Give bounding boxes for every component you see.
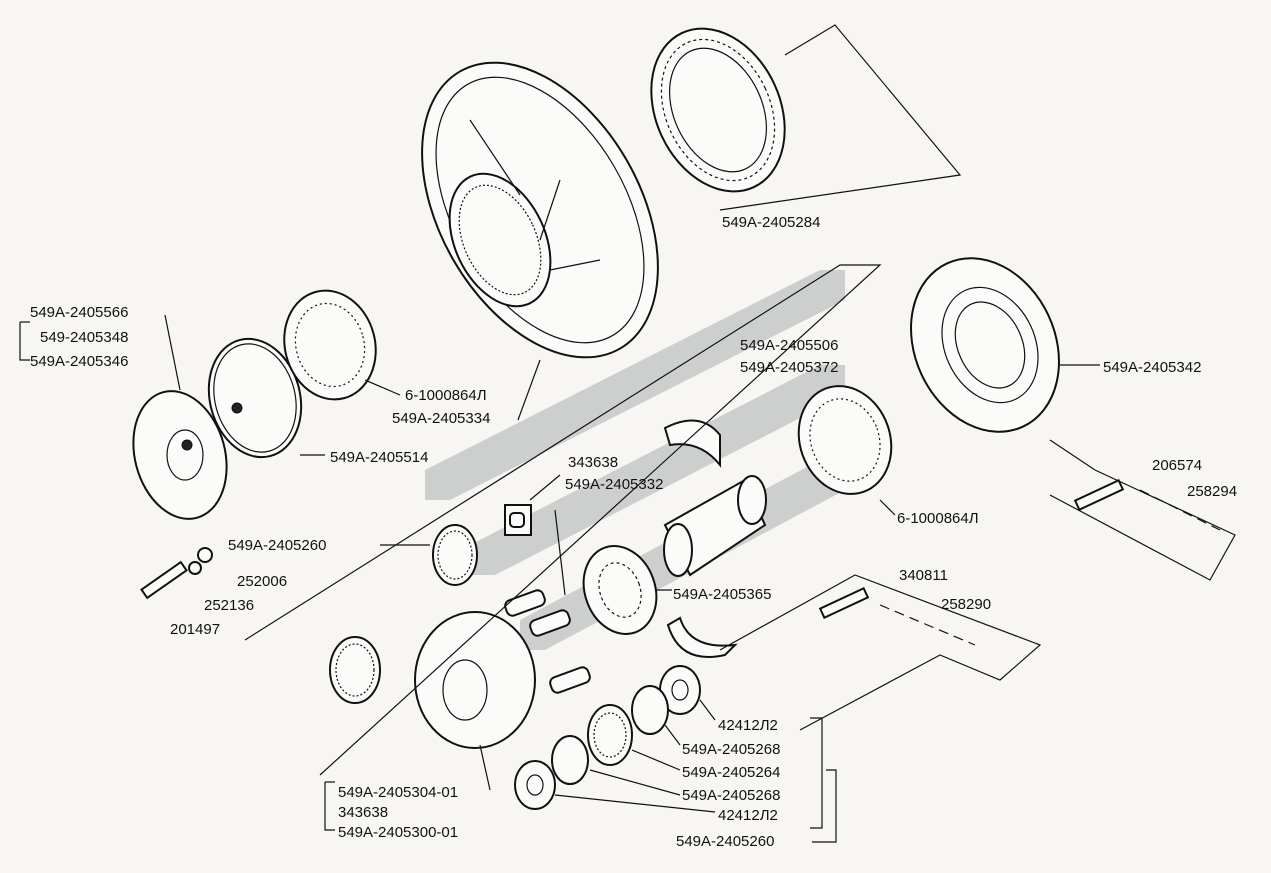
leader-lines xyxy=(19,24,1236,843)
label-549a-2405284: 549A-2405284 xyxy=(722,214,820,231)
label-549a-2405264: 549A-2405264 xyxy=(682,764,780,781)
label-549a-2405300-01: 549A-2405300-01 xyxy=(338,824,458,841)
label-549a-2405268-upper: 549A-2405268 xyxy=(682,741,780,758)
thrust-washer xyxy=(582,545,658,635)
planet-gear-upper xyxy=(432,524,478,586)
snap-ring xyxy=(207,337,303,459)
planet-gear-lower xyxy=(329,636,381,704)
right-flange xyxy=(910,257,1060,433)
cover-plate xyxy=(132,390,228,520)
label-6-1000864l-right: 6-1000864Л xyxy=(897,510,979,527)
label-549a-2405372: 549A-2405372 xyxy=(740,359,838,376)
label-549a-2405268-lower: 549A-2405268 xyxy=(682,787,780,804)
label-343638-lower: 343638 xyxy=(338,804,388,821)
label-201497: 201497 xyxy=(170,621,220,638)
bearing-small-lower xyxy=(514,760,556,810)
label-252136: 252136 xyxy=(204,597,254,614)
label-252006: 252006 xyxy=(237,573,287,590)
planet-carrier xyxy=(414,611,536,749)
label-206574: 206574 xyxy=(1152,457,1202,474)
label-549a-2405365: 549A-2405365 xyxy=(673,586,771,603)
label-6-1000864l-left: 6-1000864Л xyxy=(405,387,487,404)
ring-gear xyxy=(650,27,786,193)
part-labels: 549A-2405284 549A-2405566 549-2405348 54… xyxy=(30,214,1237,850)
label-549a-2405334: 549A-2405334 xyxy=(392,410,490,427)
label-343638-upper: 343638 xyxy=(568,454,618,471)
label-258294: 258294 xyxy=(1187,483,1237,500)
planet-pins xyxy=(504,504,591,694)
bolts xyxy=(140,478,1125,620)
label-258290: 258290 xyxy=(941,596,991,613)
conical-housing xyxy=(421,61,659,359)
cotter-pins xyxy=(879,489,1221,646)
label-549a-2405304-01: 549A-2405304-01 xyxy=(338,784,458,801)
splined-shaft xyxy=(663,475,767,577)
label-340811: 340811 xyxy=(899,567,948,584)
bearing-left xyxy=(283,289,377,401)
sun-gear xyxy=(587,704,633,766)
label-549a-2405260-lower: 549A-2405260 xyxy=(676,833,774,850)
label-549-2405348: 549-2405348 xyxy=(40,329,128,346)
label-549a-2405260-upper: 549A-2405260 xyxy=(228,537,326,554)
label-549a-2405514: 549A-2405514 xyxy=(330,449,428,466)
bearing-right xyxy=(797,385,893,495)
spacer-rings xyxy=(551,685,669,785)
label-549a-2405566: 549A-2405566 xyxy=(30,304,128,321)
label-549a-2405506: 549A-2405506 xyxy=(740,337,838,354)
label-549a-2405332: 549A-2405332 xyxy=(565,476,663,493)
label-42412l2-upper: 42412Л2 xyxy=(718,717,778,734)
retaining-clip-lower xyxy=(666,616,738,658)
label-42412l2-lower: 42412Л2 xyxy=(718,807,778,824)
label-549a-2405342: 549A-2405342 xyxy=(1103,359,1201,376)
label-549a-2405346: 549A-2405346 xyxy=(30,353,128,370)
